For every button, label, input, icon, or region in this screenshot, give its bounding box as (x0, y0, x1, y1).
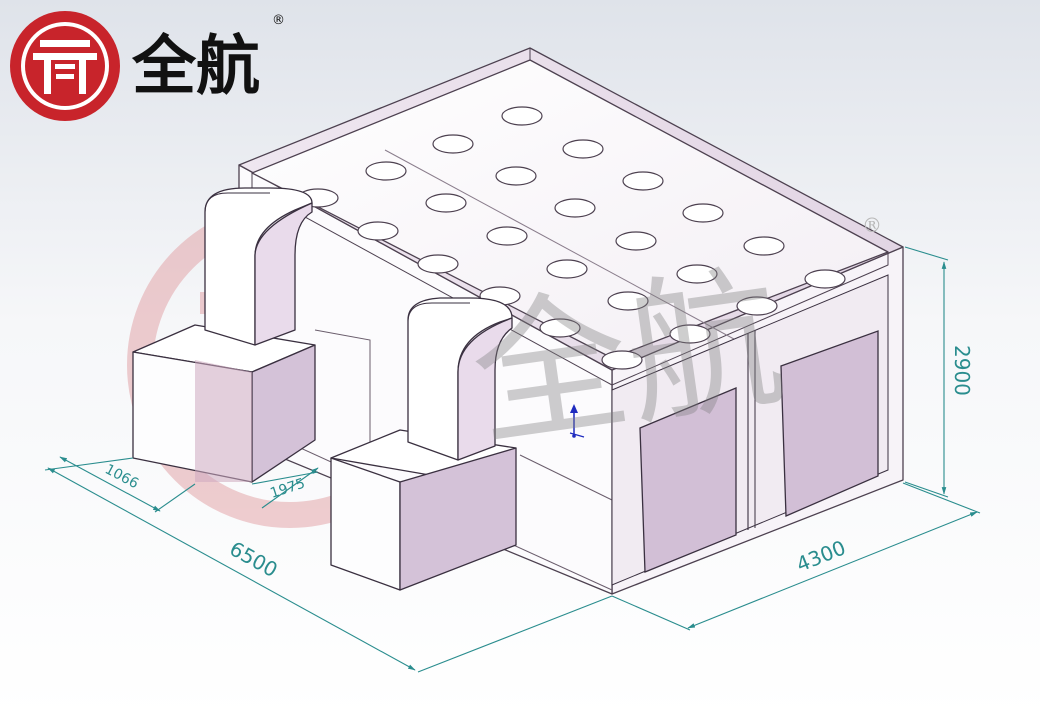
door-right (780, 330, 879, 517)
dimension-lines (44, 246, 981, 673)
brand-name: 全航 (131, 29, 260, 104)
brand-logo-icon (10, 11, 120, 121)
axis-indicator-icon (569, 404, 585, 438)
air-unit-rear (132, 187, 316, 483)
watermark-registered-mark: ® (862, 213, 882, 237)
watermark-text: 全航 (461, 247, 793, 469)
brand-registered-mark: ® (272, 13, 285, 28)
dim-height-label: 2900 (950, 345, 974, 396)
